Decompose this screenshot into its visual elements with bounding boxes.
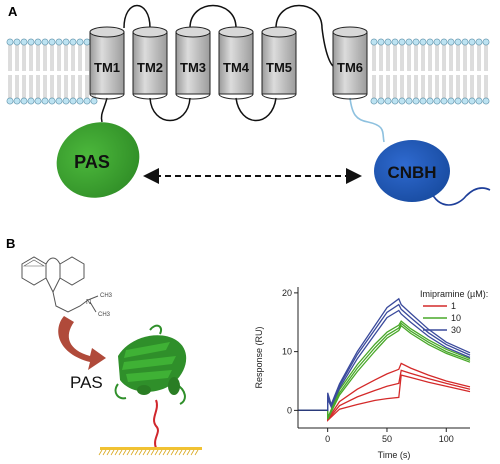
helix-tm4: TM4 [218, 26, 254, 100]
trace-1-um-3 [298, 374, 471, 422]
imipramine-structure [21, 256, 99, 313]
membrane-left [6, 38, 98, 105]
methyl-label-1: CH3 [100, 293, 113, 299]
x-axis-label: Time (s) [378, 450, 411, 460]
helix-label-tm1: TM1 [94, 60, 120, 75]
binding-arrow [58, 316, 106, 370]
panel-a: A TM1 TM2 TM3 TM4 TM5 TM6 PAS CNBH [6, 4, 491, 206]
sensor-surface [98, 447, 202, 456]
y-tick-label-0: 0 [287, 405, 292, 415]
cnbh-linker [349, 97, 385, 143]
x-tick-label-0: 0 [325, 434, 330, 444]
pas-domain-label: PAS [74, 152, 110, 172]
helix-label-tm6: TM6 [337, 60, 363, 75]
trace-30-um-3 [298, 309, 471, 412]
helix-label-tm4: TM4 [223, 60, 250, 75]
helix-label-tm3: TM3 [180, 60, 206, 75]
sensorgram-traces [298, 297, 471, 422]
pas-linker [100, 97, 108, 123]
y-axis-label: Response (RU) [254, 326, 264, 388]
trace-10-um-2 [298, 322, 471, 419]
helix-tm2: TM2 [132, 26, 168, 100]
legend-label-10: 10 [451, 313, 461, 323]
legend-label-30: 30 [451, 325, 461, 335]
legend-label-1: 1 [451, 301, 456, 311]
membrane-right [370, 38, 490, 105]
y-tick-label-20: 20 [282, 288, 292, 298]
intracellular-loops [149, 97, 277, 122]
tether-linker [153, 399, 159, 449]
x-tick-label-100: 100 [439, 434, 454, 444]
legend-title: Imipramine (µM): [420, 289, 488, 299]
pas-structure-label: PAS [70, 373, 103, 392]
trace-10-um-1 [298, 320, 471, 419]
helices: TM1 TM2 TM3 TM4 TM5 TM6 [89, 26, 368, 100]
chart-legend: Imipramine (µM): 1 10 30 [420, 289, 488, 335]
methyl-label-2: CH3 [98, 312, 111, 318]
trace-10-um-3 [298, 324, 471, 420]
cnbh-domain: CNBH [374, 140, 450, 202]
pas-domain: PAS [56, 122, 140, 198]
cnbh-domain-label: CNBH [387, 163, 436, 182]
panel-a-label: A [8, 4, 18, 19]
panel-b-label: B [6, 236, 15, 251]
c-terminal-tail [429, 187, 491, 206]
helix-tm6: TM6 [332, 26, 368, 100]
helix-tm5: TM5 [261, 26, 297, 100]
trace-30-um-2 [298, 303, 471, 412]
amine-n-label: N [86, 299, 91, 306]
panel-b: B N CH3 CH3 PAS [6, 236, 488, 460]
helix-label-tm2: TM2 [137, 60, 163, 75]
pas-protein-ribbon [114, 324, 187, 405]
x-tick-label-50: 50 [382, 434, 392, 444]
helix-label-tm5: TM5 [266, 60, 292, 75]
helix-tm3: TM3 [175, 26, 211, 100]
helix-tm1: TM1 [89, 26, 125, 100]
trace-30-um-1 [298, 297, 471, 412]
trace-1-um-2 [298, 369, 471, 422]
y-tick-label-10: 10 [282, 347, 292, 357]
